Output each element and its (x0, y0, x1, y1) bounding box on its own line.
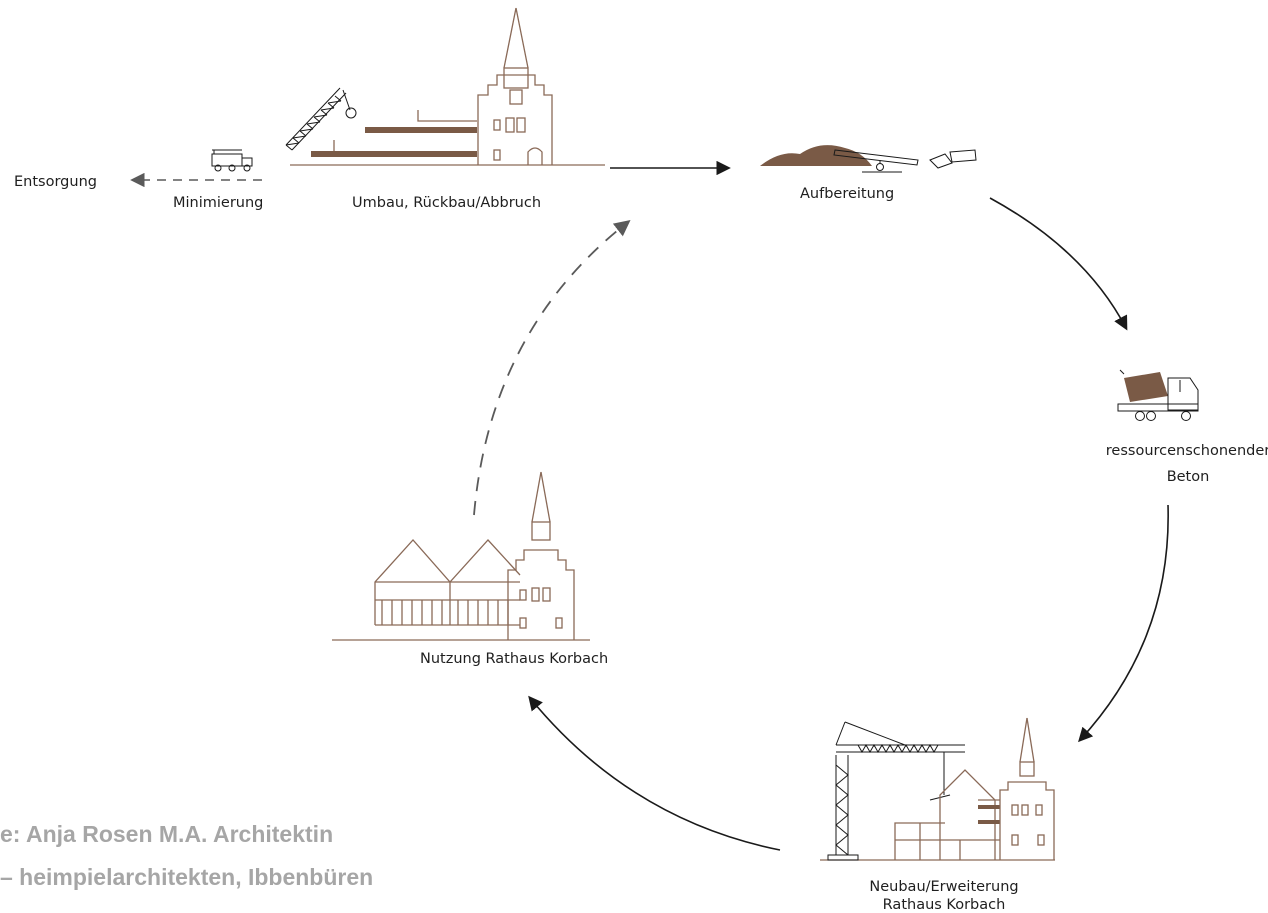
label-nutzung: Nutzung Rathaus Korbach (420, 651, 608, 667)
aufbereitung-illustration (760, 145, 977, 173)
label-entsorgung: Entsorgung (14, 174, 97, 190)
arrow-nutzung-to-umbau (473, 220, 631, 516)
arrow-neubau-to-nutzung (528, 695, 781, 851)
label-aufbereitung: Aufbereitung (800, 186, 894, 202)
nutzung-illustration (332, 471, 590, 641)
label-neubau-line2: Rathaus Korbach (883, 897, 1006, 913)
label-beton-line2: Beton (1167, 469, 1210, 485)
credit-line-1: e: Anja Rosen M.A. Architektin (0, 821, 333, 847)
mixer-truck-illustration (1117, 369, 1199, 421)
label-neubau-line1: Neubau/Erweiterung (869, 879, 1018, 895)
credit-line-2: – heimpielarchitekten, Ibbenbüren (0, 864, 373, 890)
label-umbau: Umbau, Rückbau/Abbruch (352, 195, 541, 211)
label-minimierung: Minimierung (173, 195, 263, 211)
label-beton-line1: ressourcenschonender (1106, 443, 1268, 459)
umbau-illustration (211, 7, 605, 172)
arrow-aufbereitung-to-beton (989, 197, 1128, 331)
arrow-beton-to-neubau (1078, 504, 1169, 743)
neubau-illustration (820, 717, 1055, 861)
